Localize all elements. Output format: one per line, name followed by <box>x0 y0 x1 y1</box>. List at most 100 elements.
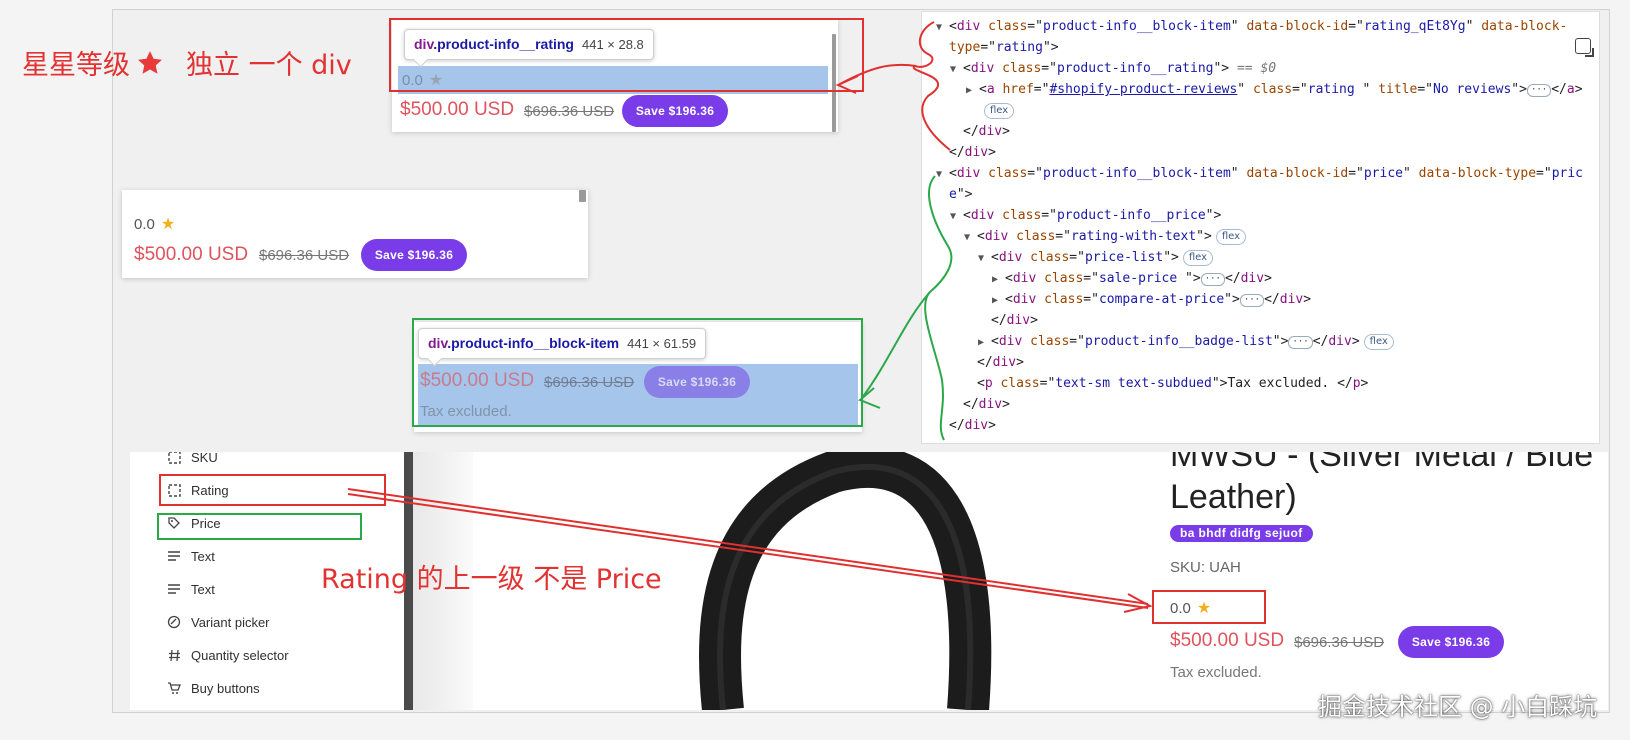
sidebar-item-label: Buy buttons <box>191 680 260 696</box>
expand-triangle-icon[interactable]: ▼ <box>936 22 943 33</box>
collapse-triangle-icon[interactable]: ▶ <box>978 337 985 348</box>
watermark: 掘金技术社区 @ 小白踩坑 <box>1318 693 1598 721</box>
annotation-rating-parent: Rating 的上一级 不是 Price <box>321 564 662 595</box>
dom-line[interactable]: </div> <box>949 145 996 160</box>
hash-icon <box>167 648 181 662</box>
plain-product-card: 0.0★ $500.00 USD $696.36 USD Save $196.3… <box>122 190 588 278</box>
dom-line[interactable]: </div> <box>977 355 1024 370</box>
dom-line[interactable]: <p class="text-sm text-subdued">Tax excl… <box>977 376 1369 391</box>
product-title-line2: Leather) <box>1170 478 1297 516</box>
dom-line[interactable]: ▶<div class="compare-at-price">···</div> <box>992 289 1311 310</box>
dom-line[interactable]: ▼<div class="product-info__price"> <box>950 205 1221 226</box>
sidebar-item-label: Variant picker <box>191 614 270 630</box>
ellipsis-icon[interactable]: ··· <box>1239 294 1265 307</box>
annotation-star-level-text: 星星等级 <box>22 50 130 81</box>
dom-line[interactable]: ▼<div class="rating-with-text">flex <box>964 226 1247 247</box>
rating-row: 0.0 ★ <box>402 70 443 90</box>
rating-row: 0.0★ <box>1170 598 1211 618</box>
sidebar-item-label: Price <box>191 515 221 531</box>
rating-tooltip: div.product-info__rating 441 × 28.8 <box>404 29 654 60</box>
dom-line[interactable]: ▼<div class="product-info__block-item" d… <box>936 163 1583 184</box>
green-box-price-item <box>157 513 362 540</box>
cart-icon <box>167 681 181 695</box>
flex-badge[interactable]: flex <box>1182 250 1214 266</box>
dom-line[interactable]: ▼<div class="product-info__block-item" d… <box>936 16 1567 37</box>
rating-highlight <box>398 66 828 94</box>
star-icon: ★ <box>428 72 444 89</box>
expand-triangle-icon[interactable]: ▼ <box>950 211 957 222</box>
dom-line[interactable]: ▶<div class="sale-price ">···</div> <box>992 268 1272 289</box>
compare-price: $696.36 USD <box>259 247 350 264</box>
red-box-rating-item <box>159 474 386 506</box>
tooltip-class: .product-info__rating <box>433 36 574 52</box>
expand-triangle-icon[interactable]: ▼ <box>978 253 985 264</box>
dom-line[interactable]: </div> <box>963 397 1010 412</box>
flex-badge[interactable]: flex <box>984 103 1015 119</box>
sidebar-item-variant-picker[interactable]: Variant picker <box>167 611 270 633</box>
expand-triangle-icon[interactable]: ▼ <box>950 64 957 75</box>
dom-line[interactable]: flex <box>980 100 1015 121</box>
headphones-image <box>699 452 992 710</box>
save-badge: Save $196.36 <box>644 366 750 398</box>
ellipsis-icon[interactable]: ··· <box>1200 273 1225 286</box>
dashed-square-icon <box>167 483 181 497</box>
dom-line[interactable]: ▶<a href="#shopify-product-reviews" clas… <box>966 79 1583 100</box>
dom-line[interactable]: </div> <box>963 124 1010 139</box>
star-icon: ★ <box>160 216 176 233</box>
product-title-line1: MWSU - (Silver Metal / Blue <box>1170 452 1594 474</box>
dom-line[interactable]: ▼<div class="price-list">flex <box>978 247 1214 268</box>
rating-value: 0.0 <box>1170 600 1191 617</box>
flex-badge[interactable]: flex <box>1363 334 1394 350</box>
dom-line[interactable]: ▶<div class="product-info__badge-list">·… <box>978 331 1394 352</box>
product-sku: SKU: UAH <box>1170 559 1241 576</box>
dom-line[interactable]: type="rating"> <box>949 40 1059 55</box>
rating-value: 0.0 <box>402 72 423 89</box>
price-tag-icon <box>167 516 181 530</box>
block-item-highlight <box>418 364 858 426</box>
flex-badge[interactable]: flex <box>1215 229 1247 245</box>
tooltip-tag: div <box>414 36 434 52</box>
card-scrollbar[interactable] <box>579 190 586 202</box>
green-highlight-box-mid <box>412 318 863 427</box>
collapse-triangle-icon[interactable]: ▶ <box>992 295 999 306</box>
dom-line[interactable]: e"> <box>949 187 973 202</box>
sidebar-item-text[interactable]: Text <box>167 545 215 567</box>
inspect-element-icon[interactable] <box>1575 38 1594 57</box>
tax-note: Tax excluded. <box>420 403 512 420</box>
sidebar-item-buy-buttons[interactable]: Buy buttons <box>167 677 260 699</box>
tax-note-cut: Tax excluded. <box>134 276 226 278</box>
ellipsis-icon[interactable]: ··· <box>1288 336 1313 349</box>
sidebar-item-price[interactable]: Price <box>167 512 221 534</box>
annotation-star-level: 星星等级 独立 一个 div <box>22 43 352 84</box>
variant-badge: ba bhdf didfg sejuof <box>1170 525 1313 542</box>
sidebar-item-quantity-selector[interactable]: Quantity selector <box>167 644 289 666</box>
expand-triangle-icon[interactable]: ▼ <box>936 169 943 180</box>
sidebar-item-label: Text <box>191 581 215 597</box>
text-lines-icon <box>167 549 181 563</box>
tooltip-dimensions: 441 × 28.8 <box>581 37 644 52</box>
tax-note: Tax excluded. <box>1170 664 1262 681</box>
text-lines-icon <box>167 582 181 596</box>
save-badge: Save $196.36 <box>361 239 467 271</box>
card-scrollbar[interactable] <box>832 34 836 132</box>
devtools-elements-panel[interactable]: ▼<div class="product-info__block-item" d… <box>921 11 1600 444</box>
dom-line[interactable]: </div> <box>991 313 1038 328</box>
tooltip-tag: div <box>428 335 448 351</box>
sidebar-item-label: Text <box>191 548 215 564</box>
sidebar-item-sku[interactable]: SKU <box>167 452 218 468</box>
dom-line-selected[interactable]: ▼<div class="product-info__rating"> == $… <box>950 58 1276 79</box>
sidebar-item-text-2[interactable]: Text <box>167 578 215 600</box>
sidebar-item-label: Quantity selector <box>191 647 289 663</box>
collapse-triangle-icon[interactable]: ▶ <box>966 85 973 96</box>
compare-price: $696.36 USD <box>1294 634 1385 651</box>
collapse-triangle-icon[interactable]: ▶ <box>992 274 999 285</box>
sidebar-item-label: SKU <box>191 452 218 465</box>
sale-price: $500.00 USD <box>1170 630 1285 651</box>
expand-triangle-icon[interactable]: ▼ <box>964 232 971 243</box>
ellipsis-icon[interactable]: ··· <box>1526 84 1552 97</box>
dom-line[interactable]: </div> <box>949 418 996 433</box>
annotation-independent-div-text: 独立 一个 div <box>186 50 352 81</box>
sidebar-item-rating[interactable]: Rating <box>167 479 229 501</box>
